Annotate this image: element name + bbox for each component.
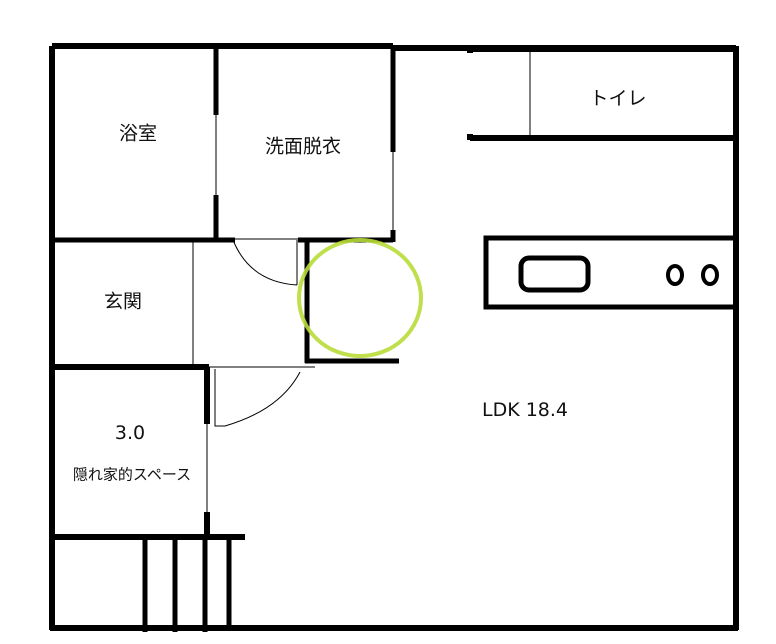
stairs (142, 540, 232, 632)
room-size-hideout: 3.0 (114, 422, 146, 444)
toilet-wall (467, 46, 736, 141)
closet-wall (304, 240, 399, 364)
room-label-entrance: 玄関 (103, 290, 143, 313)
room-label-bath: 浴室 (118, 122, 158, 145)
room-label-washroom: 洗面脱衣 (264, 135, 342, 158)
kitchen-counter (483, 235, 739, 310)
burner-icon (701, 264, 719, 286)
room-label-toilet: トイレ (589, 87, 647, 110)
outer-wall (49, 43, 739, 631)
door-arc (232, 239, 298, 286)
room-label-ldk: LDK 18.4 (481, 399, 569, 421)
door-arc (224, 371, 301, 427)
highlight-circle (297, 238, 423, 358)
hideout-wall (52, 364, 245, 540)
burner-icon (666, 264, 684, 286)
room-label-hideout: 隠れ家的スペース (72, 465, 192, 484)
sink-icon (518, 255, 591, 293)
